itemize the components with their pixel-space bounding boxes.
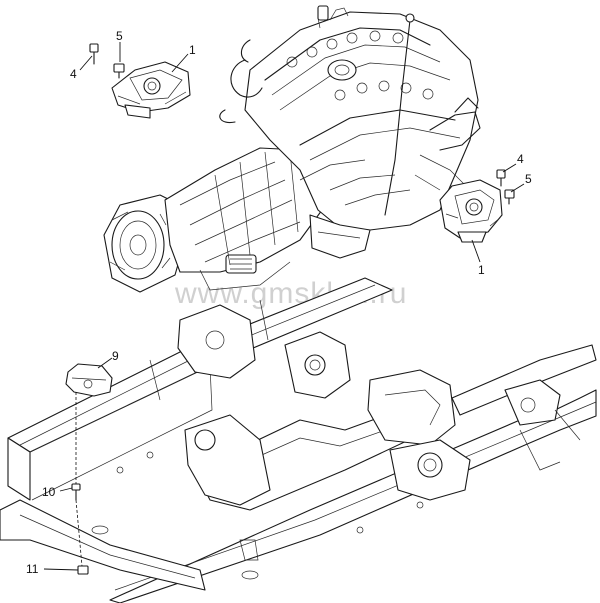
nut-left-5	[113, 63, 125, 79]
bolt-left-4	[89, 43, 99, 65]
assembly-axis-line-lower	[75, 499, 83, 567]
engine-transmission-assembly	[103, 5, 481, 293]
vehicle-frame	[0, 277, 597, 603]
leader-lines	[43, 42, 525, 571]
callout-11: 11	[26, 562, 39, 576]
callout-1-left: 1	[189, 43, 196, 57]
engine-mount-left	[111, 61, 191, 119]
nut-11	[77, 565, 89, 575]
nut-right-5	[504, 189, 515, 205]
transmission-mount	[65, 363, 113, 397]
callout-9: 9	[112, 349, 119, 363]
bolt-10	[71, 483, 81, 501]
callout-5-left: 5	[116, 29, 123, 43]
callout-10: 10	[42, 485, 56, 499]
callout-4-right: 4	[517, 152, 524, 166]
engine-mount-right	[439, 179, 503, 243]
bolt-right-4	[496, 169, 506, 187]
callout-1-right: 1	[478, 263, 485, 277]
callout-4-left: 4	[70, 67, 77, 81]
callout-5-right: 5	[525, 172, 532, 186]
